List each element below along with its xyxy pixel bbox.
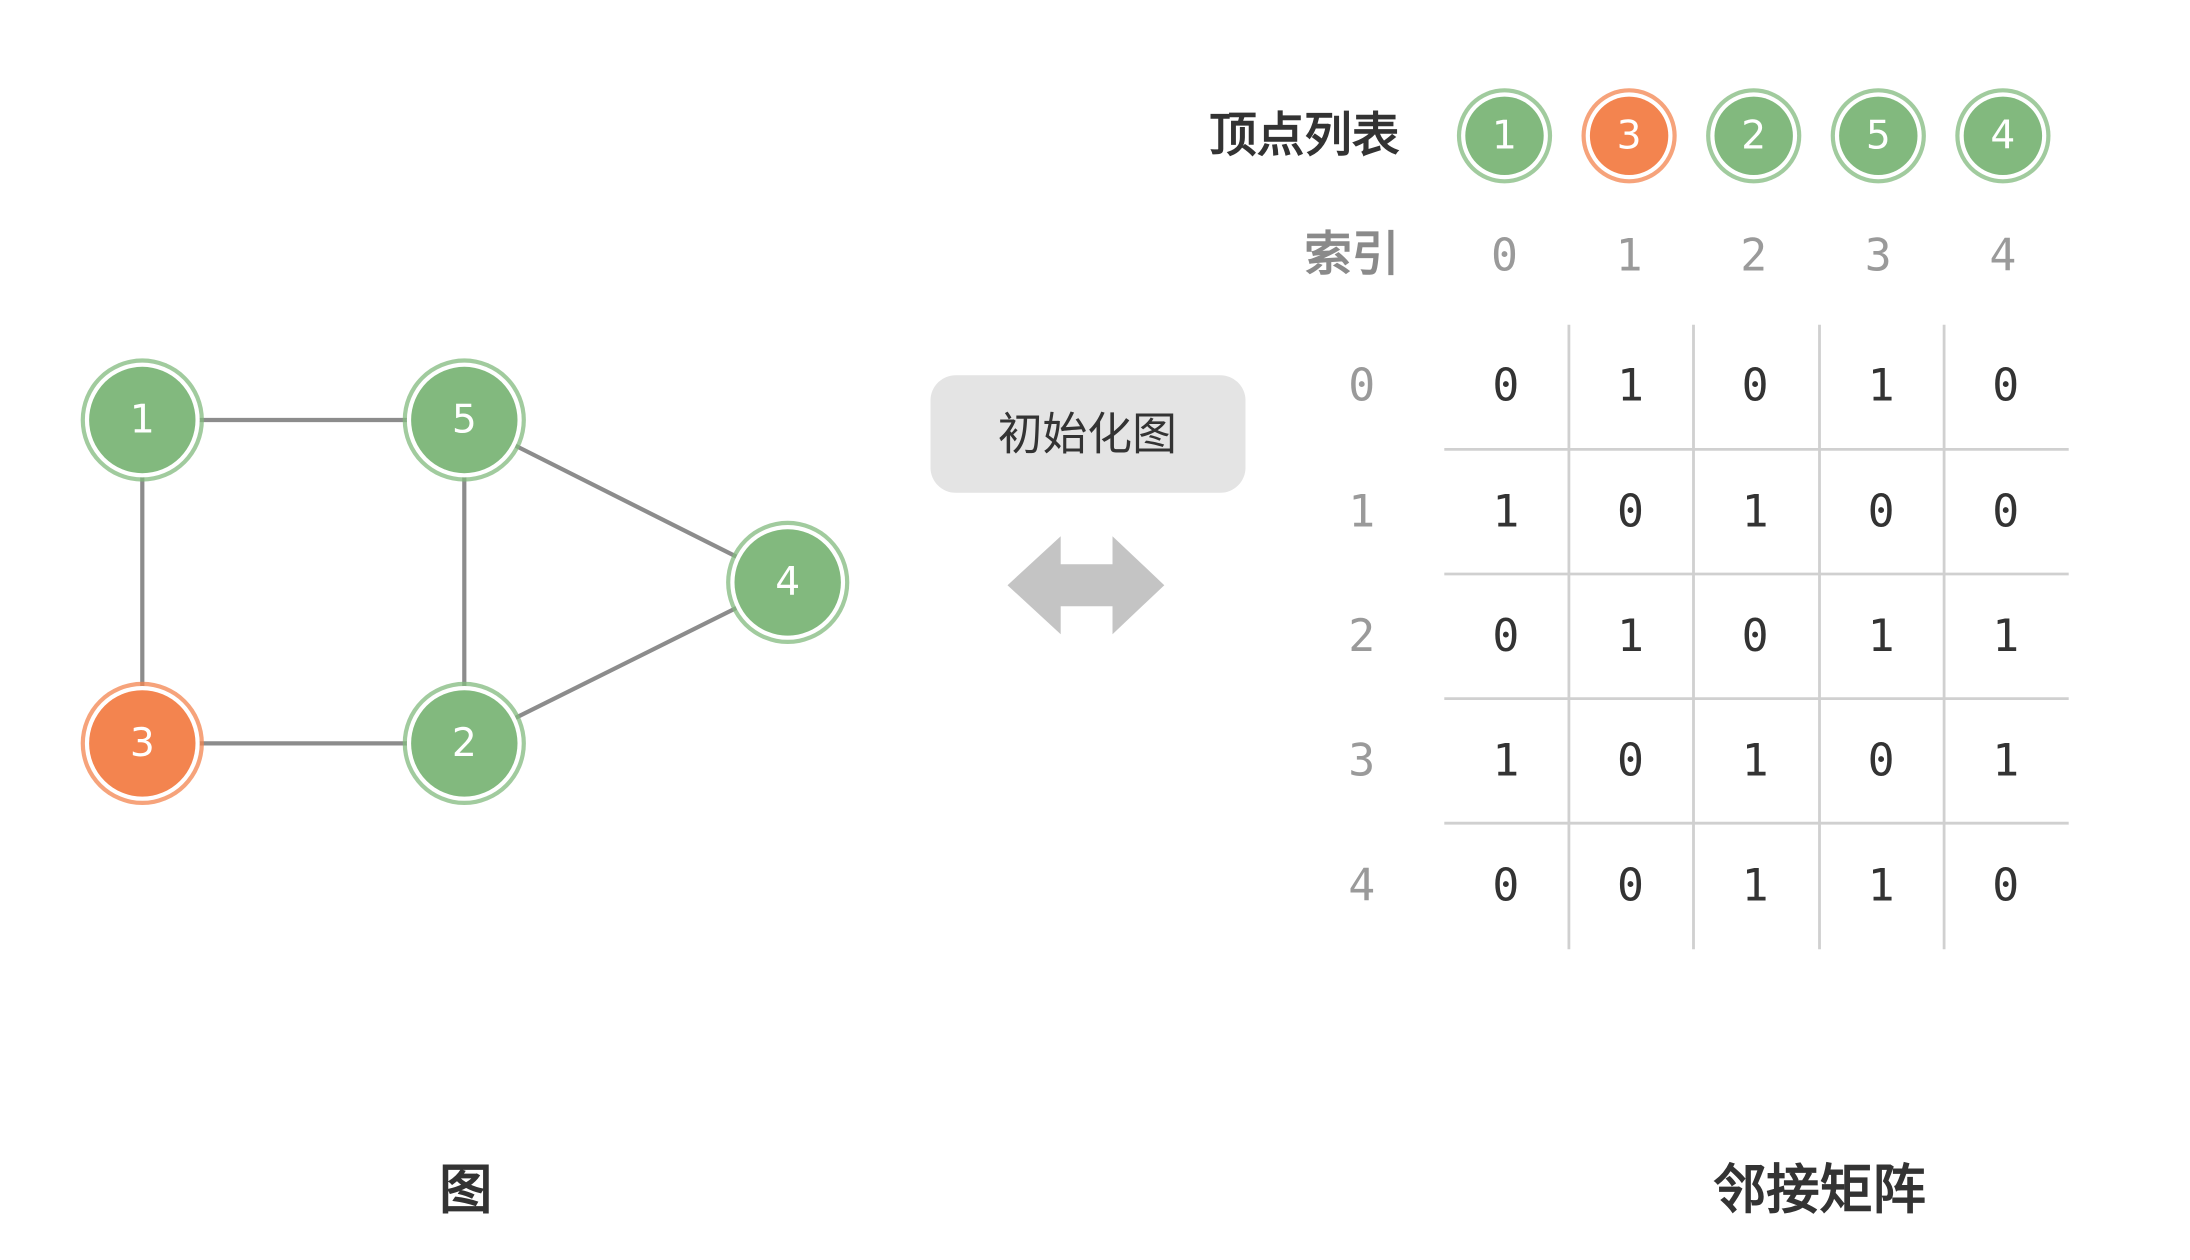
init-graph-button-label: 初始化图 bbox=[998, 408, 1177, 461]
vertex-list-item-label: 4 bbox=[1990, 113, 2015, 158]
matrix-cell: 0 bbox=[1992, 359, 2019, 412]
matrix-cell: 0 bbox=[1868, 485, 1895, 538]
vertex-list-item: 4 bbox=[1955, 88, 2051, 184]
bidirectional-arrow-icon bbox=[1007, 536, 1165, 635]
vertex-list-item-fill bbox=[1963, 96, 2043, 175]
graph-nodes: 1 5 4 3 2 bbox=[80, 358, 850, 805]
matrix-row-label: 1 bbox=[1348, 485, 1375, 538]
vertex-list: 1 3 2 5 4 bbox=[1456, 88, 2051, 184]
graph-node-label: 2 bbox=[452, 721, 477, 766]
matrix-cell: 1 bbox=[1617, 359, 1644, 412]
graph-node: 1 bbox=[80, 358, 204, 482]
matrix-row-label: 0 bbox=[1348, 359, 1375, 412]
graph-node-label: 5 bbox=[452, 398, 477, 443]
matrix-cells: 0 1 0 1 0 1 0 1 0 0 0 1 0 1 1 1 0 1 0 1 0 0 1 1 0 bbox=[1492, 359, 2019, 912]
matrix-row-labels: 0 1 2 3 4 bbox=[1348, 359, 1375, 912]
graph-node-fill bbox=[89, 690, 196, 797]
vertex-list-item-label: 2 bbox=[1741, 113, 1766, 158]
matrix-cell: 1 bbox=[1868, 359, 1895, 412]
matrix-cell: 1 bbox=[1617, 609, 1644, 662]
matrix-row-label: 3 bbox=[1348, 734, 1375, 787]
matrix-cell: 0 bbox=[1992, 485, 2019, 538]
vertex-list-item-fill bbox=[1589, 96, 1669, 175]
matrix-cell: 1 bbox=[1742, 734, 1769, 787]
matrix-cell: 1 bbox=[1742, 485, 1769, 538]
vertex-list-item-label: 5 bbox=[1866, 113, 1891, 158]
init-graph-button-background bbox=[930, 375, 1246, 493]
graph-node: 3 bbox=[80, 681, 204, 805]
graph-node-fill bbox=[411, 690, 518, 797]
graph-node-fill bbox=[411, 366, 518, 474]
vertex-list-title: 顶点列表 bbox=[1209, 108, 1400, 163]
matrix-cell: 0 bbox=[1617, 858, 1644, 911]
vertex-list-item-fill bbox=[1839, 96, 1918, 175]
index-value: 2 bbox=[1740, 228, 1767, 281]
matrix-cell: 0 bbox=[1492, 858, 1519, 911]
graph-node-label: 1 bbox=[130, 398, 155, 443]
matrix-cell: 1 bbox=[1992, 609, 2019, 662]
matrix-cell: 0 bbox=[1742, 359, 1769, 412]
vertex-list-item-fill bbox=[1714, 96, 1793, 175]
vertex-list-item-label: 1 bbox=[1492, 113, 1517, 158]
index-row: 0 1 2 3 4 bbox=[1491, 228, 2016, 281]
matrix-cell: 0 bbox=[1992, 858, 2019, 911]
matrix-cell: 1 bbox=[1868, 858, 1895, 911]
matrix-cell: 1 bbox=[1742, 858, 1769, 911]
index-value: 3 bbox=[1865, 228, 1892, 281]
vertex-list-item: 3 bbox=[1581, 88, 1677, 184]
vertex-list-item: 5 bbox=[1830, 88, 1926, 184]
matrix-cell: 0 bbox=[1617, 734, 1644, 787]
graph-node-fill bbox=[734, 529, 841, 636]
matrix-cell: 1 bbox=[1492, 485, 1519, 538]
init-graph-button[interactable]: 初始化图 bbox=[930, 375, 1246, 493]
vertex-list-item-label: 3 bbox=[1617, 113, 1642, 158]
matrix-cell: 1 bbox=[1868, 609, 1895, 662]
graph-node-label: 4 bbox=[775, 560, 800, 605]
matrix-caption: 邻接矩阵 bbox=[1713, 1159, 1926, 1221]
vertex-list-item-fill bbox=[1465, 96, 1544, 175]
vertex-list-item: 1 bbox=[1456, 88, 1553, 184]
graph-node: 4 bbox=[726, 520, 850, 644]
matrix-cell: 0 bbox=[1617, 485, 1644, 538]
graph-node-label: 3 bbox=[130, 721, 155, 766]
matrix-cell: 1 bbox=[1992, 734, 2019, 787]
matrix-grid bbox=[1444, 324, 2069, 950]
matrix-row-label: 2 bbox=[1348, 609, 1375, 662]
graph-caption: 图 bbox=[439, 1159, 492, 1221]
index-value: 0 bbox=[1491, 228, 1518, 281]
vertex-list-item: 2 bbox=[1706, 88, 1802, 184]
matrix-cell: 0 bbox=[1742, 609, 1769, 662]
matrix-cell: 0 bbox=[1492, 359, 1519, 412]
index-value: 1 bbox=[1616, 228, 1643, 281]
matrix-cell: 0 bbox=[1868, 734, 1895, 787]
matrix-row-label: 4 bbox=[1348, 858, 1375, 911]
matrix-cell: 0 bbox=[1492, 609, 1519, 662]
index-title: 索引 bbox=[1304, 227, 1399, 282]
graph-node: 2 bbox=[402, 681, 526, 805]
matrix-cell: 1 bbox=[1492, 734, 1519, 787]
graph-node-fill bbox=[89, 366, 196, 474]
graph-node: 5 bbox=[402, 358, 526, 482]
index-value: 4 bbox=[1989, 228, 2016, 281]
